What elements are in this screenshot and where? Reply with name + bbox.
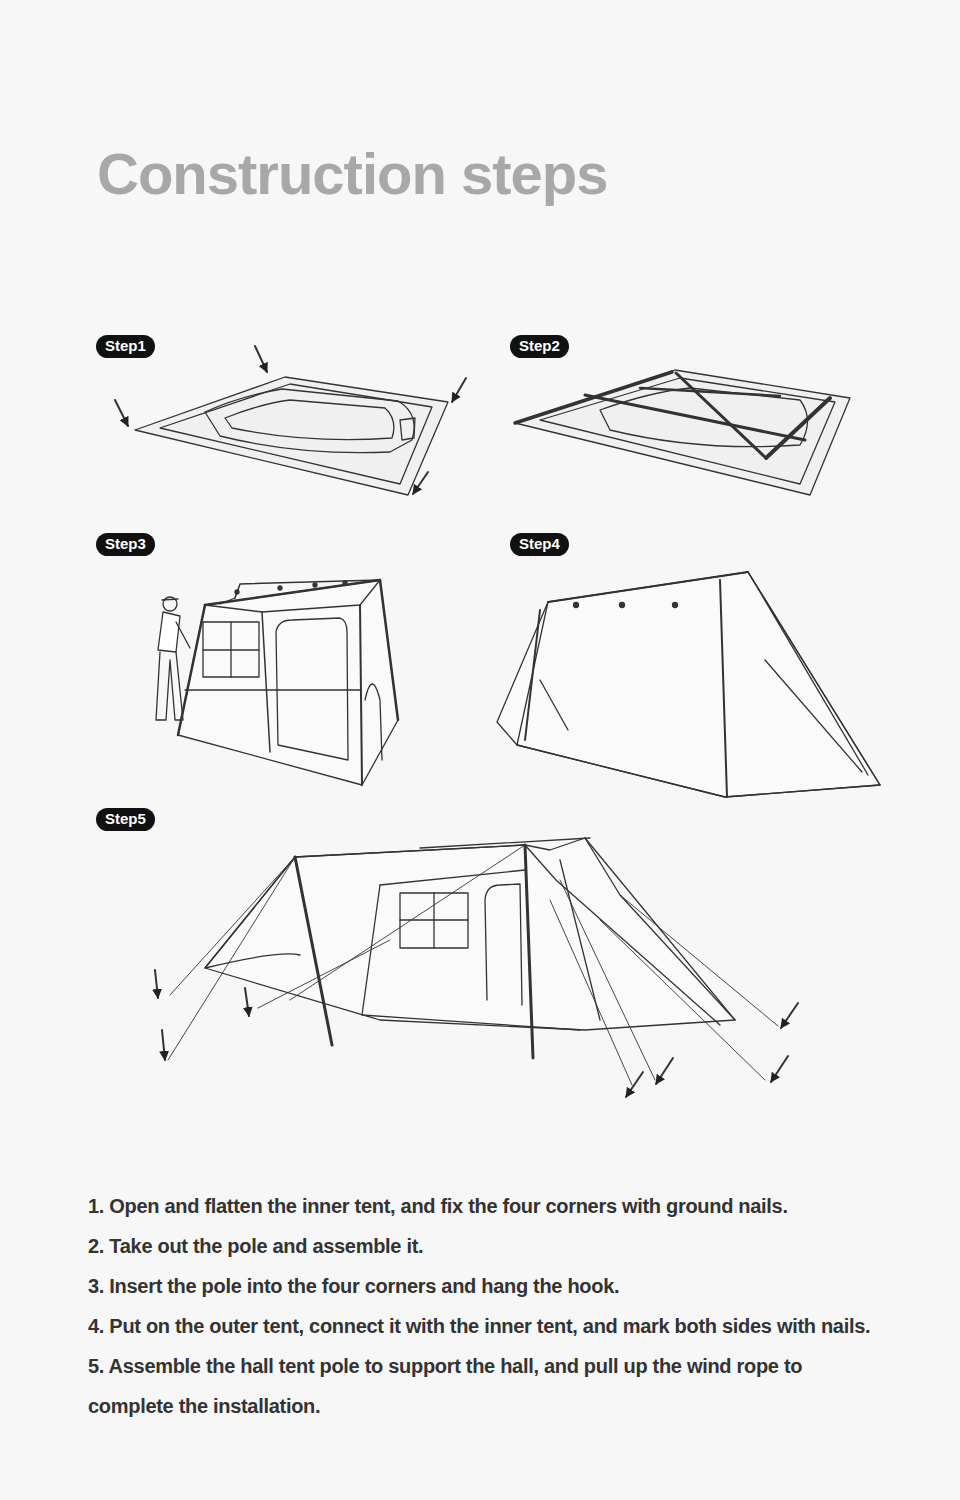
step-label: Step1 bbox=[105, 335, 146, 357]
step4-outer-tent bbox=[497, 572, 880, 797]
step-badge: Step2 bbox=[510, 335, 569, 358]
step-badge: Step1 bbox=[96, 335, 155, 358]
instructions: 1. Open and flatten the inner tent, and … bbox=[88, 1186, 888, 1426]
step3-cabin bbox=[156, 580, 398, 785]
step1-flat-tent bbox=[115, 346, 466, 495]
instruction-step: 1. Open and flatten the inner tent, and … bbox=[88, 1186, 888, 1226]
step2-poles bbox=[515, 370, 850, 495]
step-badge: Step4 bbox=[510, 533, 569, 556]
instruction-step: 5. Assemble the hall tent pole to suppor… bbox=[88, 1346, 888, 1426]
step-badge: Step3 bbox=[96, 533, 155, 556]
instruction-step: 3. Insert the pole into the four corners… bbox=[88, 1266, 888, 1306]
step-label: Step4 bbox=[519, 533, 560, 555]
page-title: Construction steps bbox=[97, 140, 608, 207]
step-label: Step3 bbox=[105, 533, 146, 555]
step-label: Step2 bbox=[519, 335, 560, 357]
step-badge: Step5 bbox=[96, 808, 155, 831]
step-label: Step5 bbox=[105, 808, 146, 830]
instruction-step: 2. Take out the pole and assemble it. bbox=[88, 1226, 888, 1266]
step5-complete-tent bbox=[155, 838, 798, 1097]
instruction-step: 4. Put on the outer tent, connect it wit… bbox=[88, 1306, 888, 1346]
